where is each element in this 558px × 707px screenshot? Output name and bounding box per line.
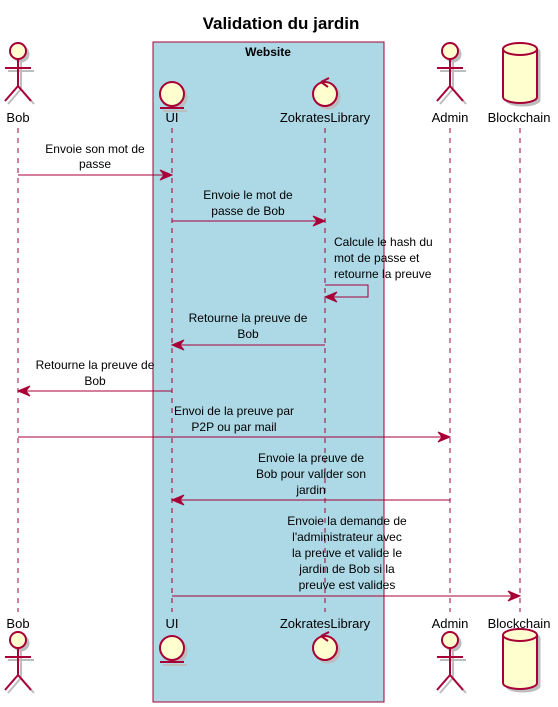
website-group-box [152, 41, 385, 703]
message-8-arrowhead [507, 590, 522, 602]
message-3: Calcule le hash du mot de passe et retou… [323, 235, 433, 303]
message-8-label-line-4: jardin de Bob si la [298, 562, 395, 576]
control-zokrates-bottom-icon [312, 631, 341, 664]
message-6-arrowhead [437, 431, 452, 443]
participant-admin-bottom-label: Admin [432, 616, 469, 631]
message-3-label-line-3: retourne la preuve [334, 267, 432, 281]
participant-blockchain-top-label: Blockchain [488, 110, 551, 125]
message-4-label-line-1: Retourne la preuve de [189, 311, 308, 325]
actor-bob-bottom-icon [4, 631, 35, 694]
message-3-arrow [325, 284, 369, 298]
message-1-label-line-2: passe [79, 157, 111, 171]
participant-blockchain-bottom-label: Blockchain [488, 616, 551, 631]
message-8-label-line-3: la preuve et valide le [292, 546, 402, 560]
participant-admin-top-label: Admin [432, 110, 469, 125]
message-8-label-line-5: preuve est valides [299, 578, 396, 592]
message-2-arrowhead [312, 215, 327, 227]
message-6-label-line-1: Envoi de la preuve par [174, 404, 294, 418]
message-1: Envoie son mot de passe [18, 142, 174, 181]
participant-ui-top-label: UI [166, 110, 179, 125]
message-7-label-line-1: Envoie la preuve de [258, 451, 364, 465]
message-3-label-line-1: Calcule le hash du [334, 235, 433, 249]
participant-bob-bottom-label: Bob [6, 616, 29, 631]
participant-zokrates-bottom-label: ZokratesLibrary [280, 616, 371, 631]
message-7-arrowhead [170, 494, 185, 506]
participant-zokrates-top-label: ZokratesLibrary [280, 110, 371, 125]
message-8-label-line-1: Envoie la demande de [287, 514, 407, 528]
message-2-label-line-2: passe de Bob [211, 204, 285, 218]
message-7: Envoie la preuve de Bob pour valider son… [170, 451, 450, 506]
database-blockchain-top-icon [502, 42, 541, 107]
messages: Envoie son mot de passe Envoie le mot de… [16, 142, 522, 602]
message-4-arrowhead [170, 339, 185, 351]
participant-ui-bottom-label: UI [166, 616, 179, 631]
website-group-label: Website [245, 45, 291, 59]
participant-bob-top-label: Bob [6, 110, 29, 125]
actor-bob-top-icon [4, 42, 35, 105]
database-blockchain-bottom-icon [502, 628, 541, 693]
message-3-label-line-2: mot de passe et [334, 251, 420, 265]
message-8-label-line-2: l'administrateur avec [292, 530, 402, 544]
entity-ui-bottom-icon [159, 635, 188, 666]
control-zokrates-top-icon [312, 77, 341, 110]
actor-admin-bottom-icon [436, 631, 467, 694]
message-4: Retourne la preuve de Bob [170, 311, 325, 351]
message-7-label-line-3: jardin [295, 483, 325, 497]
message-3-arrowhead [323, 291, 338, 303]
message-7-label-line-2: Bob pour valider son [256, 467, 366, 481]
message-2-label-line-1: Envoie le mot de [203, 188, 293, 202]
message-5-label-line-1: Retourne la preuve de [36, 358, 155, 372]
diagram-title: Validation du jardin [203, 14, 360, 33]
message-6-label-line-2: P2P ou par mail [191, 420, 276, 434]
participants-top: Bob UI ZokratesLibrary [4, 42, 551, 125]
actor-admin-top-icon [436, 42, 467, 105]
message-6: Envoi de la preuve par P2P ou par mail [18, 404, 452, 443]
message-5-arrowhead [16, 385, 31, 397]
message-4-label-line-2: Bob [237, 327, 259, 341]
message-2: Envoie le mot de passe de Bob [172, 188, 327, 227]
message-5: Retourne la preuve de Bob [16, 358, 172, 397]
message-1-arrowhead [159, 169, 174, 181]
message-1-label-line-1: Envoie son mot de [45, 142, 145, 156]
message-8: Envoie la demande de l'administrateur av… [172, 514, 522, 602]
entity-ui-top-icon [159, 81, 188, 112]
participants-bottom: Bob UI ZokratesLibrary Admin [4, 616, 551, 694]
lifelines [17, 128, 521, 612]
message-5-label-line-2: Bob [84, 374, 106, 388]
website-group: Website [152, 41, 385, 703]
